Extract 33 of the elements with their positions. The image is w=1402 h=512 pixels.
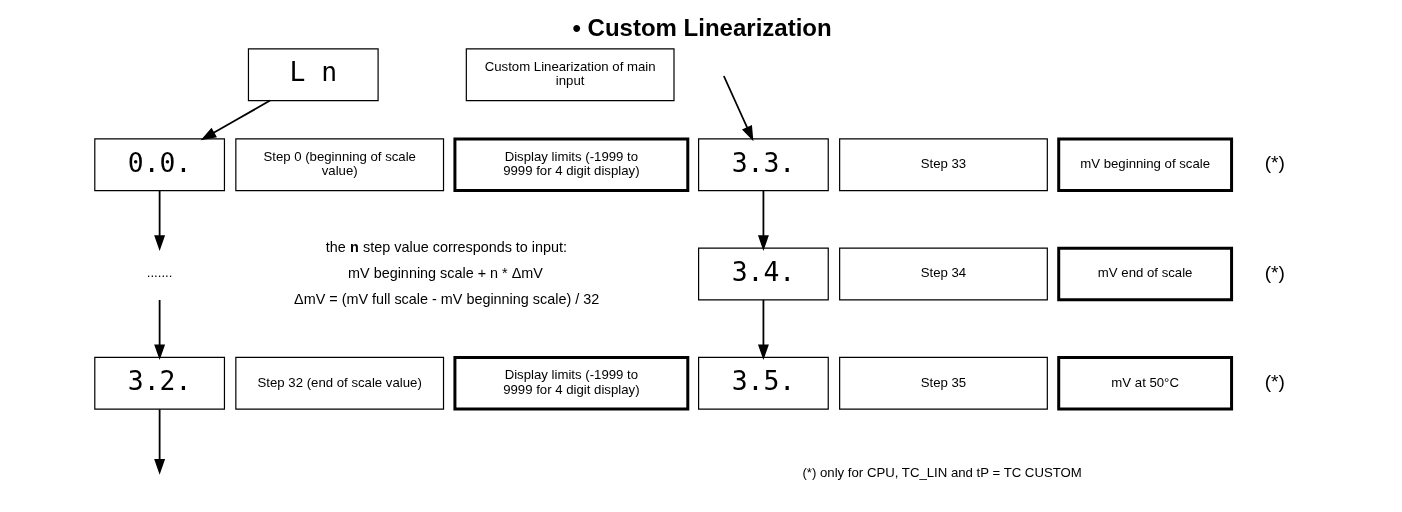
label: mV beginning scale + n * ΔmV bbox=[348, 265, 543, 282]
node-box: Step 35 bbox=[839, 356, 1048, 410]
node-box: mV beginning of scale bbox=[1057, 137, 1234, 193]
arrow bbox=[154, 189, 166, 251]
node-box: Step 32 (end of scale value) bbox=[235, 356, 445, 410]
node-box: mV end of scale bbox=[1057, 246, 1234, 302]
arrow bbox=[722, 75, 754, 142]
node-box: Step 34 bbox=[839, 247, 1048, 301]
node-box: Custom Linearization of main input bbox=[465, 48, 675, 102]
node-label: (*) bbox=[1264, 370, 1285, 392]
node-box: 3.2. bbox=[94, 356, 226, 410]
label: the n step value corresponds to input: bbox=[325, 238, 568, 255]
node-box: 3.3. bbox=[698, 138, 829, 192]
arrow bbox=[757, 299, 769, 361]
label: ΔmV = (mV full scale - mV beginning scale) / 32 bbox=[294, 290, 600, 307]
node-box: 0.0. bbox=[94, 138, 226, 192]
node-box: L n bbox=[247, 48, 379, 102]
arrow bbox=[757, 189, 769, 251]
node-label: (*) bbox=[1264, 261, 1285, 283]
diagram-title: • Custom Linearization bbox=[572, 13, 832, 41]
node-box: Display limits (-1999 to 9999 for 4 digit display) bbox=[453, 355, 690, 411]
node-box: Display limits (-1999 to 9999 for 4 digit display) bbox=[453, 137, 690, 193]
node-box: 3.4. bbox=[698, 247, 829, 301]
node-box: mV at 50°C bbox=[1057, 355, 1234, 411]
arrow bbox=[200, 99, 271, 141]
arrow bbox=[154, 408, 166, 475]
node-box: 3.5. bbox=[698, 356, 829, 410]
node-text: ....... bbox=[146, 265, 173, 281]
node-box: Step 33 bbox=[839, 138, 1048, 192]
node-box: Step 0 (beginning of scale value) bbox=[235, 138, 445, 192]
node-label: (*) bbox=[1264, 152, 1285, 174]
label: (*) only for CPU, TC_LIN and tP = TC CUSTOM bbox=[802, 464, 1082, 480]
arrow bbox=[154, 299, 166, 361]
